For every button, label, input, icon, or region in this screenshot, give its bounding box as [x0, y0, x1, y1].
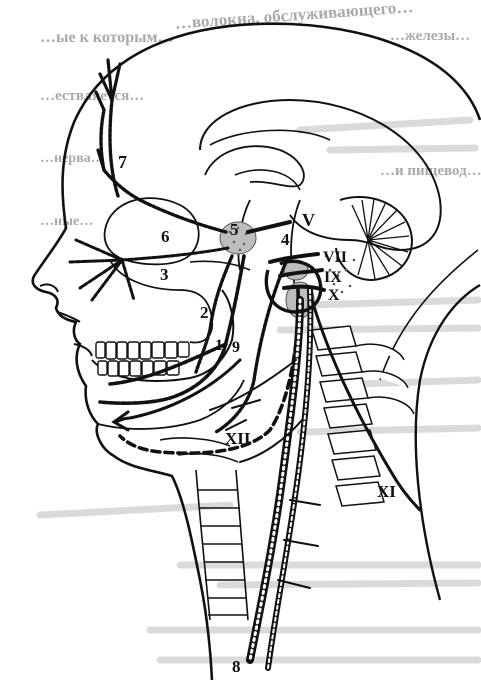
label-X: X — [328, 287, 340, 304]
corpus-callosum — [205, 146, 304, 186]
bleed-line-2: …ые к которым… — [40, 29, 174, 46]
teeth-upper — [96, 342, 189, 359]
label-V: V — [302, 210, 315, 230]
bleed-through-lines — [40, 120, 478, 660]
bleed-through-text: …волокна, обслуживающего… …ые к которым…… — [40, 0, 481, 229]
label-4: 4 — [281, 230, 290, 249]
label-VII: VII — [323, 249, 347, 266]
label-7: 7 — [118, 152, 127, 172]
neck-back-outline — [416, 285, 480, 600]
label-1: 1 — [215, 337, 223, 354]
label-6: 6 — [161, 227, 170, 246]
label-8: 8 — [232, 657, 241, 676]
label-5: 5 — [230, 220, 239, 239]
sympathetic-trunk — [268, 290, 310, 668]
label-9: 9 — [232, 339, 240, 356]
trapezius-line — [380, 250, 478, 380]
label-XI: XI — [377, 482, 396, 501]
label-IX: IX — [324, 269, 342, 286]
small-branches — [210, 360, 320, 588]
label-XII: XII — [225, 429, 251, 448]
label-2: 2 — [200, 303, 209, 322]
brain-sulcus-1 — [210, 130, 330, 190]
label-3: 3 — [160, 265, 169, 284]
bleed-line-6: …нерва… — [40, 151, 105, 166]
cervical-vertebrae — [312, 326, 414, 506]
bleed-line-3: …железы… — [390, 28, 470, 44]
facial-branches — [70, 240, 228, 300]
cerebellum — [336, 197, 412, 280]
